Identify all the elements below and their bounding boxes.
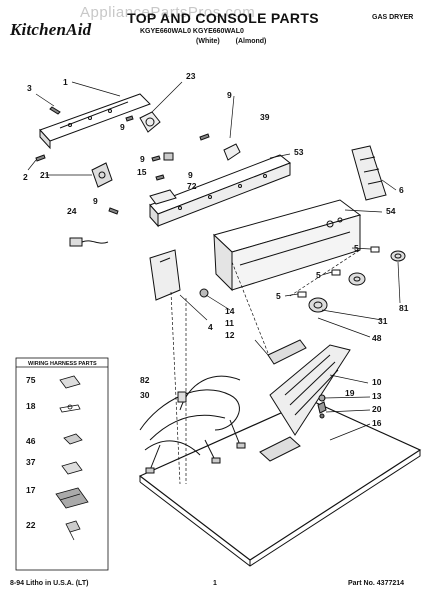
harness-parts-box	[15, 357, 109, 571]
connector-72	[149, 189, 177, 205]
strap-82	[177, 391, 187, 403]
callout-31: 31	[378, 316, 388, 326]
callout-23: 23	[186, 71, 196, 81]
callout-12: 12	[225, 330, 235, 340]
knobs	[308, 250, 406, 313]
callout-46: 46	[26, 436, 36, 446]
callout-39: 39	[260, 112, 270, 122]
console-panel	[213, 199, 362, 292]
dryer-top	[138, 399, 422, 567]
callout-75: 75	[26, 375, 36, 385]
switch-21	[91, 162, 113, 188]
litho-note: 8-94 Litho in U.S.A. (LT)	[10, 580, 89, 587]
callout-5-a: 5	[354, 243, 359, 253]
part-19	[317, 401, 327, 414]
callout-11: 11	[225, 318, 234, 328]
callout-15: 15	[137, 167, 147, 177]
clip-15	[163, 152, 174, 161]
callout-13: 13	[372, 391, 382, 401]
callout-53: 53	[294, 147, 304, 157]
callout-48: 48	[372, 333, 382, 343]
timer-bracket	[139, 111, 161, 133]
connector-24	[69, 237, 109, 247]
callout-9-c: 9	[140, 154, 145, 164]
screws	[35, 106, 210, 215]
model-colors: (White) (Almond)	[196, 38, 267, 45]
callout-22: 22	[26, 520, 36, 530]
callout-82: 82	[140, 375, 150, 385]
callout-18: 18	[26, 401, 36, 411]
callout-10: 10	[372, 377, 382, 387]
callout-3: 3	[27, 83, 32, 93]
callout-2: 2	[23, 172, 28, 182]
dryer-type: GAS DRYER	[372, 14, 414, 21]
page-title: TOP AND CONSOLE PARTS	[127, 10, 319, 26]
buttons-5	[297, 246, 380, 298]
console-rail	[149, 154, 291, 228]
callout-37: 37	[26, 457, 36, 467]
callout-20: 20	[372, 404, 382, 414]
grille-11	[267, 339, 307, 365]
callout-5-c: 5	[276, 291, 281, 301]
callout-6: 6	[399, 185, 404, 195]
end-cap-left	[149, 249, 181, 301]
callout-4: 4	[208, 322, 213, 332]
callout-72: 72	[187, 181, 197, 191]
watermark: AppliancePartsPros.com	[80, 4, 256, 21]
lint-housing-10	[259, 344, 351, 462]
harness-box-title: WIRING HARNESS PARTS	[28, 361, 97, 367]
part-20	[319, 413, 325, 419]
callout-9-d: 9	[188, 170, 193, 180]
callout-30: 30	[140, 390, 150, 400]
callout-1: 1	[63, 77, 68, 87]
callout-14: 14	[225, 306, 235, 316]
callout-9-e: 9	[93, 196, 98, 206]
wire-harness-30	[139, 375, 246, 474]
callout-21: 21	[40, 170, 50, 180]
callout-16: 16	[372, 418, 382, 428]
model-numbers: KGYE660WAL0 KGYE660WAL0	[140, 28, 244, 35]
callout-19: 19	[345, 388, 355, 398]
callout-81: 81	[399, 303, 409, 313]
control-panel-plate	[39, 93, 151, 150]
bracket-39	[223, 143, 241, 161]
brand-logo: KitchenAid	[10, 20, 92, 39]
part-number: Part No. 4377214	[348, 580, 405, 587]
callout-54: 54	[386, 206, 396, 216]
callout-17: 17	[26, 485, 36, 495]
end-cap-right	[351, 145, 387, 201]
callout-9-b: 9	[120, 122, 125, 132]
callout-5-b: 5	[316, 270, 321, 280]
callout-9-a: 9	[227, 90, 232, 100]
callout-24: 24	[67, 206, 77, 216]
page-number: 1	[213, 580, 217, 587]
